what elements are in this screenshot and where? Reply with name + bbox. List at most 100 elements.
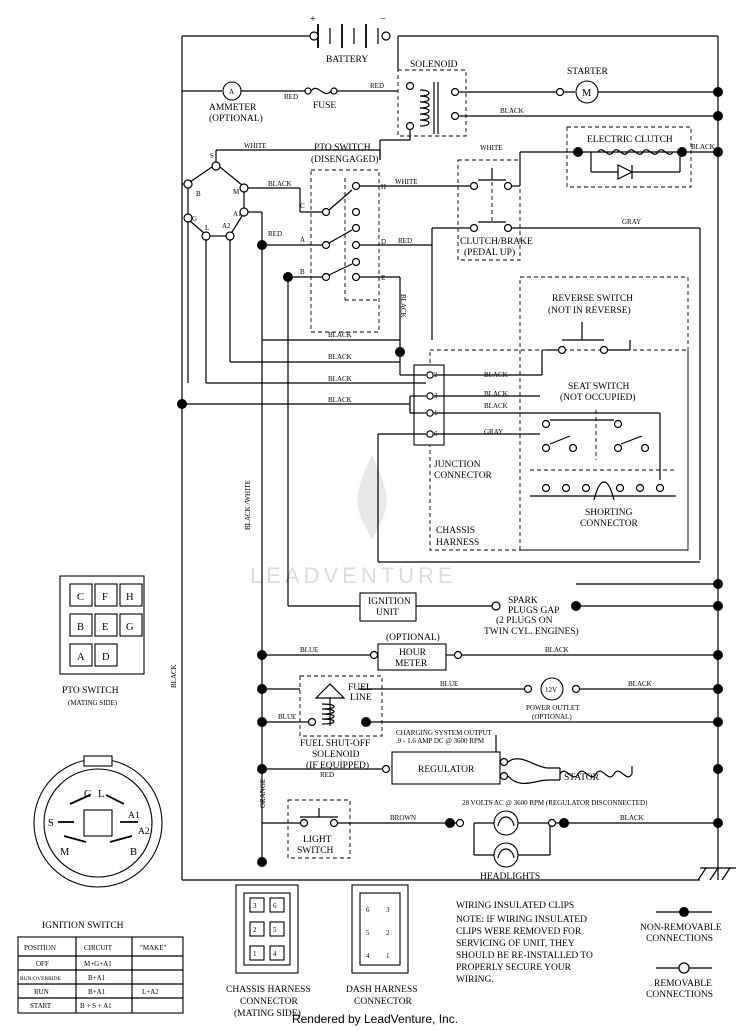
wiring-note: WIRING INSULATED CLIPS NOTE: IF WIRING I… [456,901,593,985]
ign-term-b: B [196,190,201,198]
chassis-pin-2: 2 [253,926,257,934]
seat-switch-label: SEAT SWITCH [568,382,629,392]
spark-label-2: PLUGS GAP [508,606,559,616]
junction-label-1: JUNCTION [434,460,481,470]
pto-mating-b: B [77,622,84,633]
wire-red-reg: RED [320,771,334,779]
wire-orange: ORANGE [259,779,267,808]
light-switch-label-1: LIGHT [303,835,332,845]
chassis-pin-4: 4 [273,950,277,958]
wire-white-cb: WHITE [480,144,503,152]
ign-term-m: M [233,188,240,196]
pto-mating-a: A [77,652,85,663]
wire-black-white: BLACK /WHITE [244,480,252,530]
chassis-harness-connector: 3 6 2 5 1 4 CHASSIS HARNESS CONNECTOR (M… [226,884,311,1019]
dash-pin-6: 6 [366,906,370,914]
pto-mating-c: C [77,592,84,603]
wire-brown: BROWN [390,814,416,822]
reverse-switch: REVERSE SWITCH (NOT IN REVERSE) [546,294,633,355]
note-line-4: SERVICING OF UNIT, THEY [456,939,575,949]
wire-white-h: WHITE [395,178,418,186]
fuel-line-label-2: LINE [350,693,372,703]
wire-red-1: RED [284,93,298,101]
power-outlet: BLUE 12V BLACK POWER OUTLET (OPTIONAL) [262,677,718,721]
ammeter-symbol: A [229,88,234,96]
stator-label: STATOR [564,773,600,783]
row-start-circuit: B + S + A1 [80,1002,112,1010]
fuel-shutoff-label-2: SOLENOID [312,750,360,760]
row-override-position: RUN/OVERRIDE [20,976,62,982]
pto-term-c: C [300,202,305,210]
shorting-label-1: SHORTING [585,508,633,518]
wire-blue-po: BLUE [440,680,458,688]
dash-pin-1: 1 [386,952,390,960]
legend: NON-REMOVABLE CONNECTIONS REMOVABLE CONN… [640,907,722,1000]
note-line-7: WIRING. [456,975,494,985]
wire-black-left: BLACK [170,664,178,688]
electric-clutch-label: ELECTRIC CLUTCH [587,135,673,145]
seat-switch-state: (NOT OCCUPIED) [560,392,636,403]
legend-removable-2: CONNECTIONS [646,990,713,1000]
dash-pin-5: 5 [366,929,370,937]
regulator-label: REGULATOR [418,765,475,775]
hour-meter: (OPTIONAL) HOUR METER BLUE BLACK [262,632,718,671]
pto-switch: PTO SWITCH (DISENGAGED) C H A D B E WHIT… [244,143,470,606]
wire-black-solenoid: BLACK [500,107,524,115]
note-line-6: PROPERLY SECURE YOUR [456,963,572,973]
row-run-position: RUN [34,988,49,996]
ign-face-a2: A2 [138,827,150,837]
ammeter-note: (OPTIONAL) [209,113,263,124]
row-off-position: OFF [36,960,49,968]
pto-term-h: H [381,183,386,191]
note-line-5: SHOULD BE RE-INSTALLED TO [456,951,593,961]
wire-black-jc3: BLACK [328,396,352,404]
dash-connector-title-2: CONNECTOR [354,997,413,1007]
spark-label-1: SPARK [508,596,538,606]
dash-connector-title-1: DASH HARNESS [346,985,418,995]
fuel-shutoff-label-3: (IF EQUIPPED) [306,760,369,771]
power-outlet-label-1: POWER OUTLET [526,704,580,712]
power-outlet-symbol: 12V [545,686,557,694]
row-start-position: START [30,1002,52,1010]
ignition-switch-title: IGNITION SWITCH [42,921,124,931]
wire-white-s: WHITE [244,142,267,150]
pto-term-e: E [381,274,385,282]
starter-label: STARTER [567,67,609,77]
ign-term-g: G [192,215,197,223]
note-line-3: CLIPS WERE REMOVED FOR [456,927,582,937]
shorting-label-2: CONNECTOR [580,519,639,529]
chassis-connector-title-2: CONNECTOR [240,997,299,1007]
chassis-pin-6: 6 [273,902,277,910]
pto-mating-f: F [102,592,108,603]
non-removable-dots [177,87,723,867]
wire-red-a1: RED [268,230,282,238]
wire-black-hm: BLACK [545,646,569,654]
headlights-label: HEADLIGHTS [480,872,540,882]
ign-term-a1: A1 [233,210,242,218]
ignition-unit-label-2: UNIT [376,608,399,618]
solenoid: SOLENOID BLACK [379,36,718,160]
chassis-pin-3: 3 [253,902,257,910]
battery: + − BATTERY [309,14,391,65]
pto-mating-g: G [126,622,134,633]
battery-minus: − [380,14,386,25]
power-outlet-label-2: (OPTIONAL) [532,713,572,721]
solenoid-label: SOLENOID [410,60,458,70]
pto-term-a: A [300,236,305,244]
ignition-terminal-cluster: S B M A1 G L A2 WHITE BLACK RED [182,142,381,862]
wire-black-hl: BLACK [620,814,644,822]
wire-black-seat2: BLACK [484,402,508,410]
wire-blue-hm: BLUE [300,646,318,654]
wire-black-jc4: BLACK [328,331,352,339]
wire-blue-fs: BLUE [278,713,296,721]
legend-non-removable-dot [679,907,689,917]
chassis-pin-1: 1 [253,950,257,958]
reverse-switch-label: REVERSE SWITCH [552,294,633,304]
wire-black-rev: BLACK [484,371,508,379]
pto-mating-h: H [126,592,134,603]
pto-term-b: B [300,268,305,276]
pto-term-d: D [381,238,386,246]
leadventure-watermark: LEADVENTURE [250,455,457,588]
starter-symbol: M [582,88,592,99]
watermark-text: LEADVENTURE [250,563,457,588]
